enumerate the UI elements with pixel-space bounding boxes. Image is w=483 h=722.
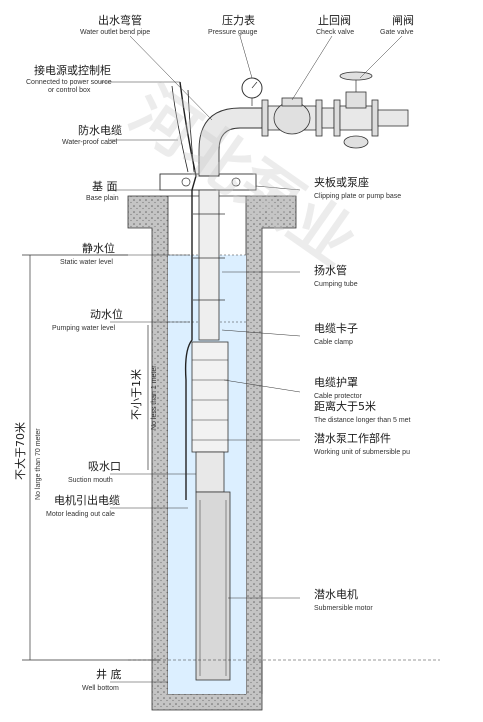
svg-text:Cable clamp: Cable clamp <box>314 339 353 346</box>
label-pumping-water: 动水位 <box>90 307 123 321</box>
leader-lines <box>100 35 403 683</box>
svg-text:Gate valve: Gate valve <box>380 29 414 36</box>
svg-text:Cumping tube: Cumping tube <box>314 281 358 288</box>
svg-text:Working unit of submersible pu: Working unit of submersible pu <box>314 449 410 456</box>
svg-text:Water-proof cabel: Water-proof cabel <box>62 139 118 146</box>
label-protector: 电缆护罩 <box>314 375 358 389</box>
svg-text:Static water level: Static water level <box>60 259 113 266</box>
submersible-motor <box>195 491 231 681</box>
svg-text:Check valve: Check valve <box>316 29 354 36</box>
label-static-water: 静水位 <box>82 241 115 255</box>
label-motor: 潜水电机 <box>314 587 358 601</box>
label-depth-1: 不小于1米 <box>130 369 143 420</box>
svg-text:No less than 1 meter: No less than 1 meter <box>151 365 158 430</box>
label-working-unit: 潜水泵工作部件 <box>314 431 391 445</box>
label-motor-lead: 电机引出电缆 <box>54 493 120 507</box>
svg-text:Connected to power source: Connected to power source <box>26 79 112 86</box>
label-clip: 夹板或泵座 <box>314 175 369 189</box>
waterproof-cable <box>179 81 197 500</box>
svg-text:Clipping plate or pump base: Clipping plate or pump base <box>314 193 401 200</box>
svg-text:Pressure gauge: Pressure gauge <box>208 29 258 36</box>
svg-text:Suction mouth: Suction mouth <box>68 477 113 484</box>
svg-text:Cable protector: Cable protector <box>314 393 363 400</box>
label-pressure-gauge: 压力表 <box>222 13 255 27</box>
label-cable: 防水电缆 <box>78 123 122 137</box>
label-base: 基 面 <box>92 180 118 193</box>
suction-mouth <box>195 451 225 493</box>
label-power: 接电源或控制柜 <box>34 63 111 77</box>
pump-working-unit <box>191 341 229 453</box>
label-gate-valve: 闸阀 <box>392 13 414 27</box>
label-check-valve: 止回阀 <box>318 13 351 27</box>
label-outlet-pipe: 出水弯管 <box>98 13 142 27</box>
label-tube: 扬水管 <box>314 263 347 277</box>
pressure-gauge <box>241 77 263 106</box>
svg-text:Well bottom: Well bottom <box>82 685 119 692</box>
svg-text:Water outlet bend pipe: Water outlet bend pipe <box>80 29 150 36</box>
svg-text:The distance longer than 5 met: The distance longer than 5 met <box>314 417 411 424</box>
check-valve <box>273 101 311 135</box>
gate-valve <box>339 71 373 149</box>
svg-text:Base plain: Base plain <box>86 195 119 202</box>
svg-text:Motor leading out cale: Motor leading out cale <box>46 511 115 518</box>
svg-text:or control box: or control box <box>48 87 91 94</box>
label-distance: 距离大于5米 <box>314 399 376 413</box>
svg-text:Pumping water level: Pumping water level <box>52 325 115 332</box>
riser-tube <box>198 189 220 341</box>
label-suction: 吸水口 <box>88 460 121 473</box>
label-depth-70: 不大于70米 <box>13 422 27 480</box>
svg-text:Submersible motor: Submersible motor <box>314 605 373 612</box>
label-well-bottom: 井 底 <box>96 667 122 681</box>
label-clamp: 电缆卡子 <box>314 322 358 335</box>
svg-text:No large than 70 meter: No large than 70 meter <box>35 428 42 500</box>
